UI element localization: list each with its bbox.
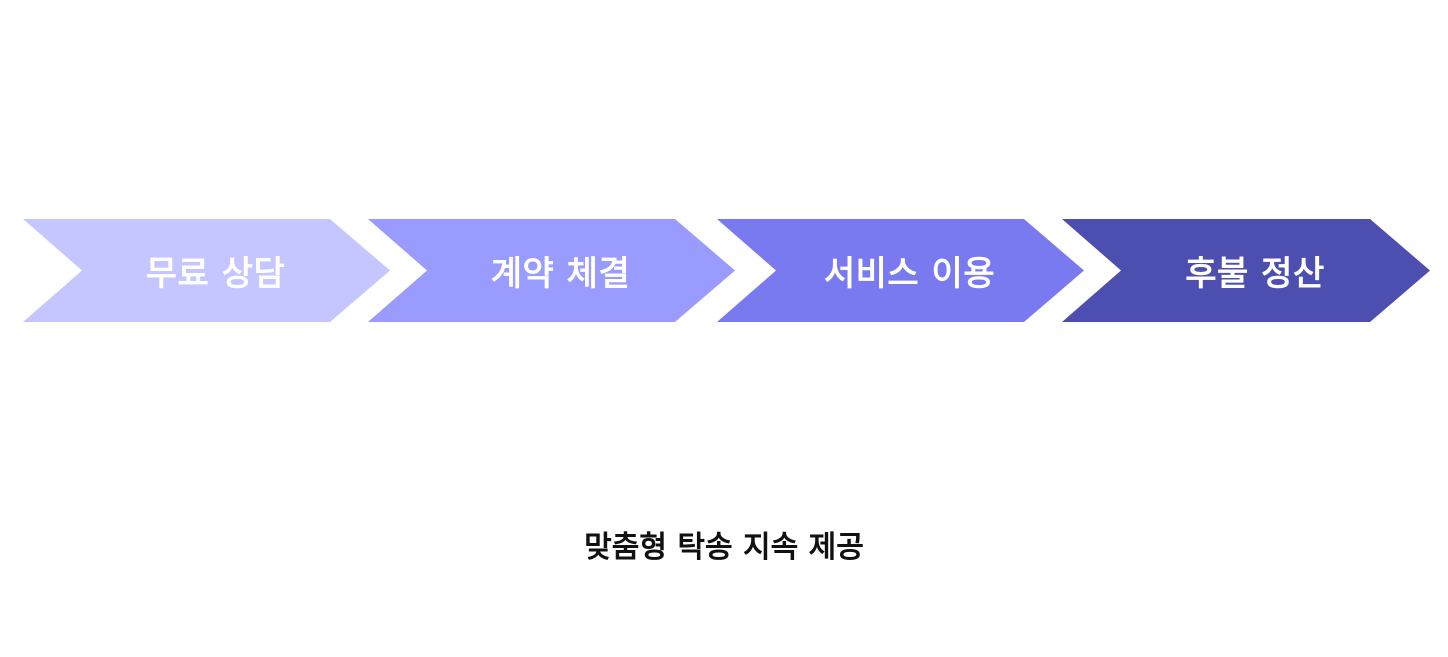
step-contract-signing: 계약 체결 — [368, 219, 735, 322]
step-free-consultation: 무료 상담 — [23, 219, 390, 322]
step-service-use: 서비스 이용 — [717, 219, 1084, 322]
diagram-caption: 맞춤형 탁송 지속 제공 — [584, 530, 864, 565]
step-label: 계약 체결 — [490, 254, 631, 294]
step-label: 무료 상담 — [145, 254, 286, 294]
step-label: 후불 정산 — [1185, 254, 1325, 294]
step-label: 서비스 이용 — [823, 254, 996, 294]
step-postpaid-settlement: 후불 정산 — [1062, 219, 1430, 322]
